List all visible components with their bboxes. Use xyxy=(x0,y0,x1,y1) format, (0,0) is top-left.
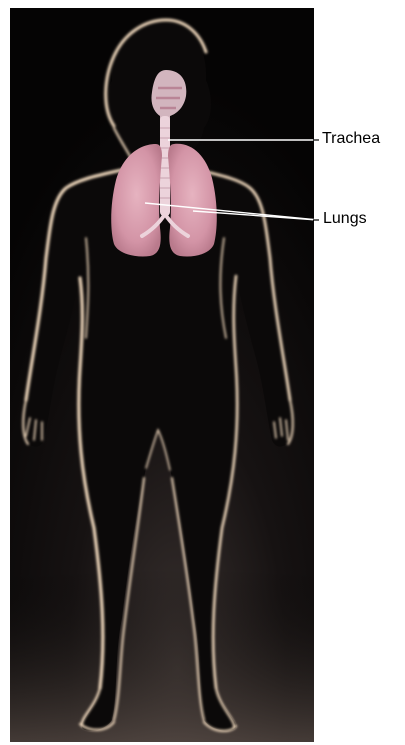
trachea-label: Trachea xyxy=(322,131,380,147)
body-illustration xyxy=(10,8,314,742)
trachea-tube xyxy=(160,116,170,216)
lungs-label: Lungs xyxy=(323,211,367,227)
floor-shading xyxy=(10,568,314,742)
anatomy-figure xyxy=(10,8,314,742)
